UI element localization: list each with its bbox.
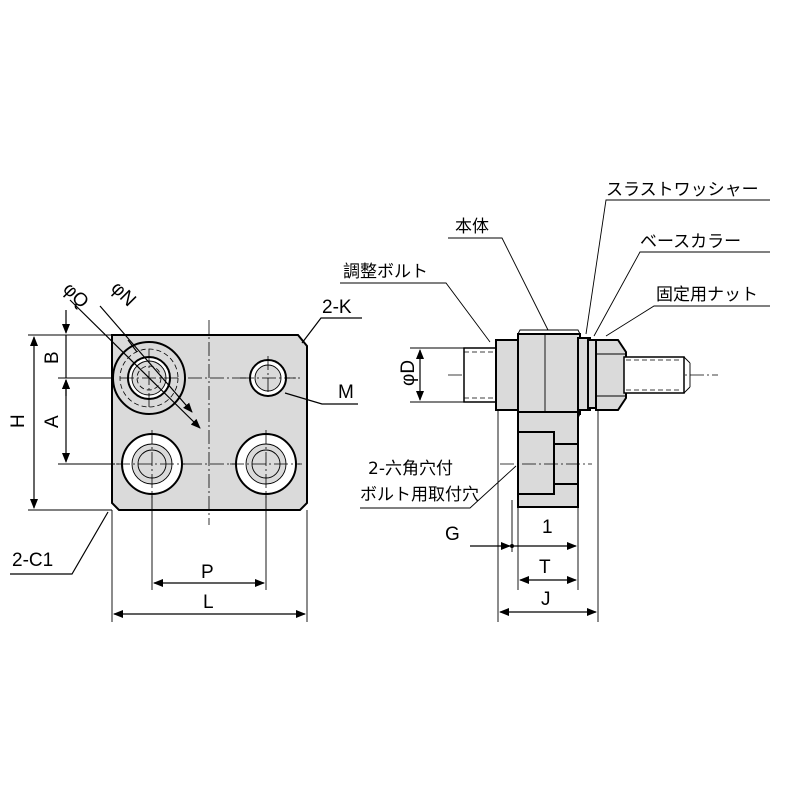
label-m: M [338, 382, 354, 403]
label-base-collar: ベースカラー [640, 232, 741, 252]
label-hex-hole-line2: ボルト用取付穴 [360, 485, 479, 505]
mount-hole-right [230, 430, 302, 498]
label-p: P [201, 562, 214, 583]
adjust-bolt-shank [463, 347, 499, 403]
label-l: L [203, 592, 214, 613]
fixing-nut [595, 339, 627, 411]
front-view: φQ φN 2-K M 2-C1 H A B P [8, 278, 362, 622]
label-phi-d: φD [398, 360, 419, 386]
counterbore-step [517, 431, 555, 495]
side-view: φD G 1 T J スラストワッシャー 本体 ベースカラー 調整ボルト [340, 180, 770, 622]
label-phi-n: φN [106, 278, 139, 311]
tapped-hole-m [240, 356, 296, 400]
label-adjust-bolt: 調整ボルト [343, 262, 428, 282]
label-two-k: 2-K [322, 297, 352, 318]
label-body: 本体 [455, 217, 489, 237]
label-phi-q: φQ [58, 279, 92, 313]
body [517, 333, 581, 415]
label-fixing-nut: 固定用ナット [656, 285, 758, 305]
adjust-bolt-head [495, 339, 521, 411]
label-thrust-washer: スラストワッシャー [606, 180, 759, 200]
label-two-c1: 2-C1 [12, 550, 53, 571]
label-j: J [541, 589, 551, 610]
label-h: H [8, 414, 29, 428]
mount-hole-left [116, 430, 188, 498]
label-g: G [445, 524, 460, 545]
label-t: T [539, 557, 551, 578]
label-hex-hole-line1: 2-六角穴付 [368, 459, 453, 479]
label-a: A [42, 415, 63, 428]
label-b: B [42, 351, 63, 364]
bolt-thread-end [623, 356, 685, 394]
label-one: 1 [542, 517, 553, 538]
